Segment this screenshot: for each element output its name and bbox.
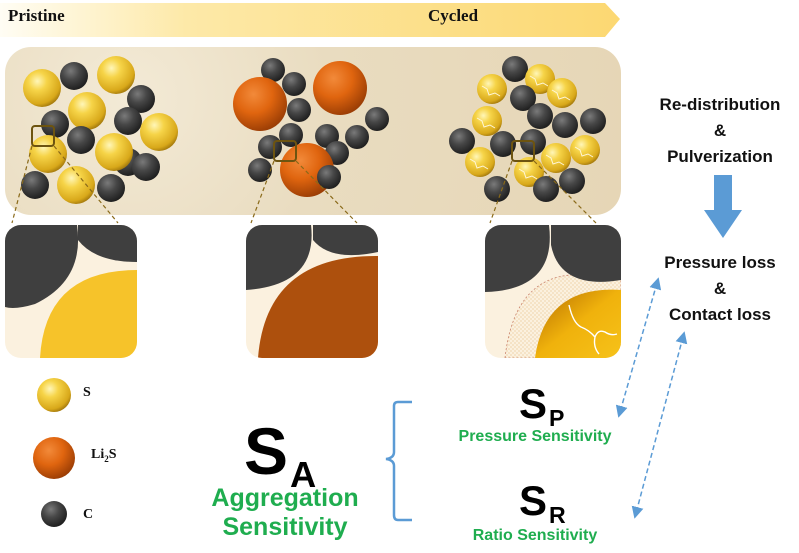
carbon-particle <box>533 176 559 202</box>
crack-line <box>545 154 565 166</box>
zoom-guide-line <box>489 160 513 224</box>
legend-sulfur-sphere <box>37 378 71 412</box>
carbon-particle <box>248 158 272 182</box>
pressure-link-arrow <box>615 277 662 418</box>
crack-line <box>551 89 571 101</box>
sulfur-particle <box>23 69 61 107</box>
carbon-particle <box>559 168 585 194</box>
carbon-particle <box>114 107 142 135</box>
zoom-inset-pristine <box>5 225 137 358</box>
crack-line <box>481 85 501 97</box>
zoom-guide-line <box>53 145 119 224</box>
pressure-symbol: SP <box>519 380 565 432</box>
carbon-particle <box>510 85 536 111</box>
sulfur-particle <box>140 113 178 151</box>
carbon-particle <box>502 56 528 82</box>
ratio-link-arrow <box>631 331 688 519</box>
contact-loss-label: Contact loss <box>668 305 772 324</box>
zoom-guide-line <box>295 160 358 224</box>
sulfur-particle <box>547 78 577 108</box>
sulfur-particle <box>477 74 507 104</box>
crack-line <box>476 117 496 129</box>
sulfur-particle <box>514 157 544 187</box>
redistribution-pulverization-text: Re-distribution & Pulverization <box>640 92 799 170</box>
sulfur-particle <box>472 106 502 136</box>
carbon-particle <box>67 126 95 154</box>
sulfur-particle <box>465 147 495 177</box>
sulfur-particle <box>570 135 600 165</box>
carbon-particle <box>552 112 578 138</box>
ratio-sensitivity-label: Ratio Sensitivity <box>472 527 598 544</box>
zoom-inset-lithiated <box>246 225 378 358</box>
pressure-loss-label: Pressure loss <box>664 253 776 272</box>
banner-arrow <box>0 3 620 37</box>
down-arrow-icon <box>704 175 742 238</box>
zoom-region-box <box>511 140 535 162</box>
carbon-particle <box>287 98 311 122</box>
carbon-particle <box>580 108 606 134</box>
aggregation-word: Aggregation <box>211 484 359 512</box>
sulfur-particle <box>68 92 106 130</box>
zoom-region-box <box>31 125 55 147</box>
carbon-particle <box>132 153 160 181</box>
carbon-particle <box>60 62 88 90</box>
carbon-particle <box>345 125 369 149</box>
ampersand-1: & <box>713 121 727 140</box>
pressure-contact-loss-text: Pressure loss & Contact loss <box>640 250 799 328</box>
ampersand-2: & <box>713 279 727 298</box>
carbon-particle <box>97 174 125 202</box>
carbon-particle <box>127 85 155 113</box>
legend-carbon-sphere <box>41 501 67 527</box>
sulfur-particle <box>57 166 95 204</box>
pressure-sensitivity-label: Pressure Sensitivity <box>458 428 612 445</box>
sensitivity-word: Sensitivity <box>222 513 348 541</box>
carbon-particle <box>484 176 510 202</box>
crack-line <box>469 158 489 170</box>
progress-banner: Pristine Cycled <box>0 0 620 40</box>
brace-icon <box>385 400 412 522</box>
sulfur-particle <box>29 135 67 173</box>
crack-line <box>529 75 549 87</box>
sulfur-particle <box>541 143 571 173</box>
carbon-particle <box>21 171 49 199</box>
zoom-inset-cycled <box>485 225 621 358</box>
legend-li2s-sphere <box>33 437 75 479</box>
zoom-region-box <box>273 140 297 162</box>
sulfur-particle <box>97 56 135 94</box>
sulfur-particle <box>95 133 133 171</box>
carbon-particle <box>282 72 306 96</box>
zoom-guide-line <box>533 160 597 224</box>
carbon-particle <box>449 128 475 154</box>
legend-li2s-label: Li2S <box>91 447 117 464</box>
crack-line <box>574 146 594 158</box>
carbon-particle <box>261 58 285 82</box>
pristine-label: Pristine <box>8 6 65 25</box>
aggregation-sensitivity-label: Aggregation Sensitivity <box>190 484 380 542</box>
legend-carbon-label: C <box>83 507 94 522</box>
cycled-label: Cycled <box>428 6 479 25</box>
pulverization-label: Pulverization <box>667 147 773 166</box>
carbon-particle <box>490 131 516 157</box>
legend-markers <box>33 378 75 527</box>
carbon-particle <box>365 107 389 131</box>
legend-sulfur-label: S <box>83 385 91 400</box>
crack-line <box>518 168 538 180</box>
li2s-particle <box>313 61 367 115</box>
carbon-particle <box>41 110 69 138</box>
redistribution-label: Re-distribution <box>659 95 781 114</box>
sulfur-particle <box>525 64 555 94</box>
ratio-symbol: SR <box>519 477 566 529</box>
zoom-guide-line <box>11 145 33 224</box>
li2s-particle <box>233 77 287 131</box>
carbon-particle <box>527 103 553 129</box>
aggregation-symbol: SA <box>244 414 317 495</box>
carbon-particle <box>317 165 341 189</box>
